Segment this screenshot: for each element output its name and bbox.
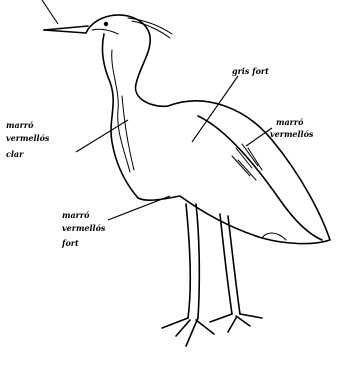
label-neck-l1: marró [6, 120, 34, 130]
heron-neck [102, 34, 168, 198]
label-back-l1: marró [276, 117, 304, 127]
label-belly-l3: fort [61, 238, 79, 248]
leader-back [246, 128, 272, 146]
label-neck-l3: clar [6, 149, 24, 159]
label-back-l2: vermellós [270, 129, 314, 139]
leader-belly [108, 196, 170, 220]
label-belly-l1: marró [62, 210, 90, 220]
heron-legs [162, 204, 262, 346]
label-gris-fort: gris fort [232, 66, 269, 76]
label-neck-l2: vermellós [6, 133, 50, 143]
label-belly-l2: vermellós [62, 223, 106, 233]
heron-head [44, 15, 172, 38]
leader-top [42, 0, 58, 24]
